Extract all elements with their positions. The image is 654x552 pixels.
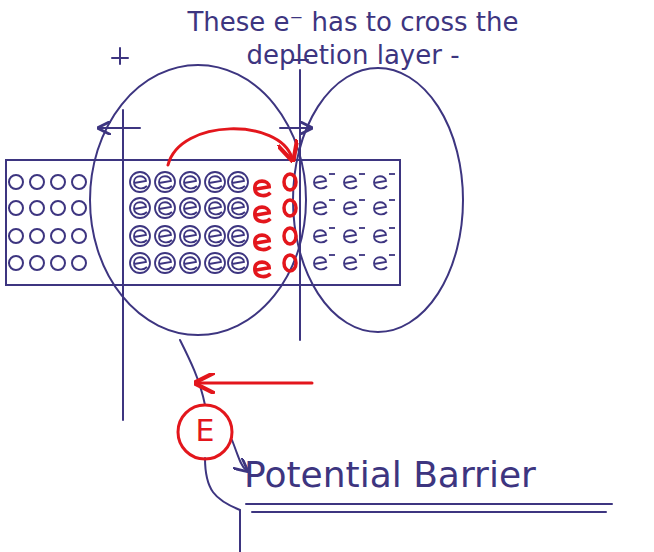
hole-symbol (30, 256, 44, 270)
electron-symbol (314, 228, 335, 242)
ion-symbol (155, 253, 175, 273)
electron-symbol (255, 235, 271, 250)
electron-symbol (374, 174, 395, 188)
field-circle (178, 405, 232, 459)
ion-symbol (205, 226, 225, 246)
ion-symbol (228, 253, 248, 273)
hole-symbol (284, 200, 296, 216)
hole-symbol (30, 229, 44, 243)
width-arrow (100, 127, 140, 129)
junction-line (299, 70, 301, 340)
hole-symbol (51, 229, 65, 243)
hole-symbol (9, 229, 23, 243)
p-region-ellipse (90, 65, 306, 335)
note-text: These e⁻ has to cross the depletion laye… (168, 6, 538, 71)
barrier-label: Potential Barrier (244, 452, 649, 497)
ion-symbol (228, 172, 248, 192)
electron-symbol (344, 228, 365, 242)
ion-symbol (130, 172, 150, 192)
ion-symbol (180, 253, 200, 273)
electron-symbol (314, 200, 335, 214)
hole-symbol (72, 201, 86, 215)
diffusion-arrow (168, 129, 292, 165)
hole-symbol (72, 175, 86, 189)
field-arrow (198, 382, 312, 385)
ion-symbol (205, 172, 225, 192)
electron-symbol (374, 200, 395, 214)
electron-symbol (255, 207, 271, 222)
hole-symbol (9, 256, 23, 270)
leader-arrow (232, 440, 246, 470)
hole-symbol (9, 175, 23, 189)
hole-symbol (51, 201, 65, 215)
ion-symbol (130, 226, 150, 246)
field-symbol: E (185, 412, 225, 450)
electron-symbol (344, 174, 365, 188)
n-region-ellipse (293, 68, 463, 332)
crystal-outline (6, 160, 400, 285)
electron-symbol (314, 174, 335, 188)
underline (252, 511, 606, 513)
ion-symbol (155, 226, 175, 246)
hole-symbol (30, 175, 44, 189)
ion-symbol (130, 253, 150, 273)
ion-symbol (180, 226, 200, 246)
electron-symbol (344, 255, 365, 269)
leader-line (180, 340, 205, 405)
hole-symbol (284, 228, 296, 244)
underline (246, 503, 612, 505)
hole-symbol (284, 174, 296, 190)
electron-symbol (374, 228, 395, 242)
plus-mark (112, 57, 128, 59)
electron-symbol (314, 255, 335, 269)
electron-symbol (374, 255, 395, 269)
ion-symbol (228, 226, 248, 246)
leader-line (205, 458, 240, 552)
hole-symbol (72, 256, 86, 270)
electron-symbol (344, 200, 365, 214)
depletion-boundary (122, 110, 124, 420)
ion-symbol (180, 172, 200, 192)
width-arrow (280, 127, 310, 129)
plus-mark (119, 48, 121, 64)
ion-symbol (228, 198, 248, 218)
hole-symbol (51, 175, 65, 189)
hole-symbol (284, 255, 296, 271)
hole-symbol (30, 201, 44, 215)
electron-symbol (255, 262, 271, 277)
hole-symbol (9, 201, 23, 215)
ion-symbol (205, 198, 225, 218)
electron-symbol (255, 181, 271, 196)
ion-symbol (205, 253, 225, 273)
hole-symbol (51, 256, 65, 270)
hole-symbol (72, 229, 86, 243)
ion-symbol (155, 198, 175, 218)
ion-symbol (180, 198, 200, 218)
ion-symbol (130, 198, 150, 218)
ion-symbol (155, 172, 175, 192)
